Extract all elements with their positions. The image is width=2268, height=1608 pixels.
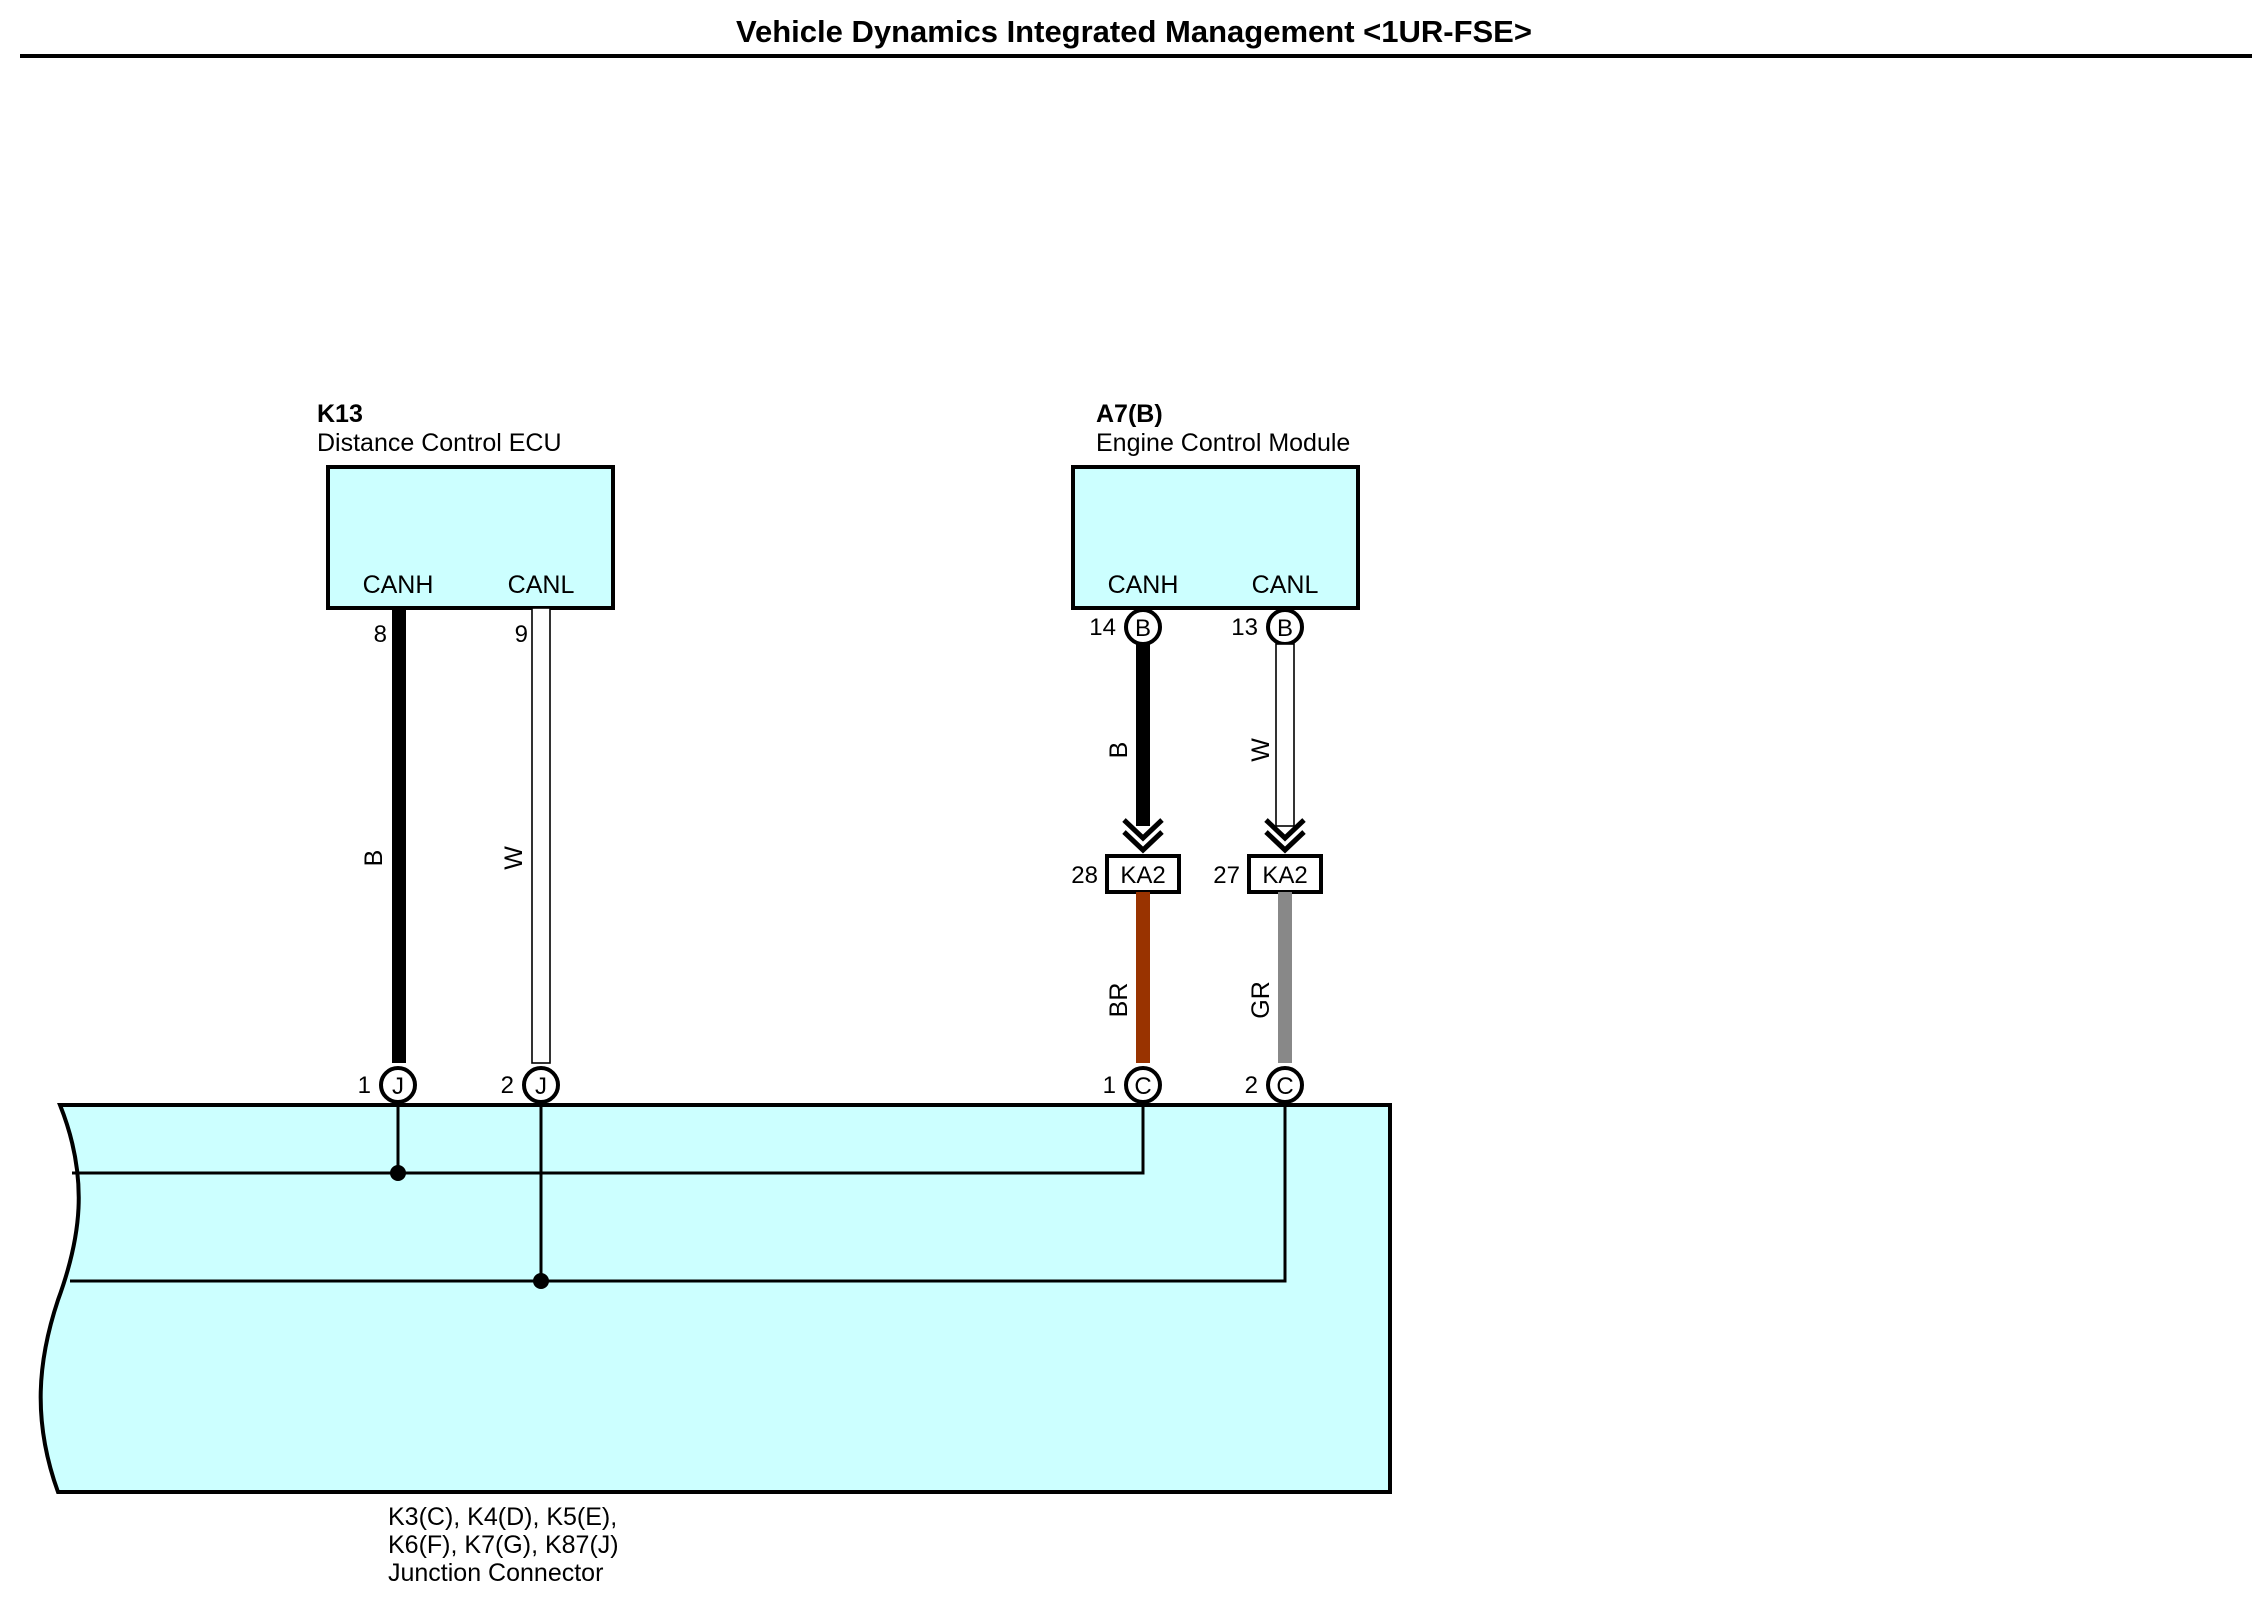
wire-ecm-canh-lower-color: BR — [1105, 983, 1133, 1018]
wire-ecm-canh-upper-body — [1136, 644, 1150, 826]
bus-canh — [72, 1080, 1145, 1175]
ka2-28-pin: 28 — [1071, 862, 1098, 889]
junction-pin-2c-number: 2 — [1245, 1072, 1258, 1099]
wire-ecm-canl-lower-color: GR — [1247, 981, 1275, 1019]
wire-ecm-canh-lower-body — [1136, 892, 1150, 1063]
ecm-pin-13-number: 13 — [1231, 614, 1258, 641]
wire-ecm-canh-lower: BR — [1105, 892, 1150, 1063]
page-title: Vehicle Dynamics Integrated Management <… — [736, 14, 1532, 49]
junction-pin-1c: 1 C — [1103, 1066, 1162, 1104]
wire-k13-canh-body — [392, 608, 406, 1063]
wire-ecm-canl-upper: W — [1247, 643, 1295, 827]
wire-ecm-canl-upper-color: W — [1247, 738, 1275, 762]
junction-pin-2j-number: 2 — [501, 1072, 514, 1099]
splice-dot-canh — [390, 1165, 406, 1181]
junction-name: Junction Connector — [388, 1559, 603, 1587]
junction-pin-1j: 1 J — [358, 1066, 417, 1104]
component-k13: K13 Distance Control ECU CANH CANL 8 9 — [317, 400, 615, 648]
chevron-connector-icon — [1122, 818, 1164, 854]
bus-canl — [70, 1080, 1287, 1283]
k13-box — [326, 465, 615, 610]
k13-name: Distance Control ECU — [317, 429, 562, 457]
junction-pin-1c-number: 1 — [1103, 1072, 1116, 1099]
ecm-pin-14: 14 B — [1089, 608, 1162, 646]
component-junction: K3(C), K4(D), K5(E), K6(F), K7(G), K87(J… — [38, 1080, 1392, 1587]
wire-ecm-canl-lower-body — [1278, 892, 1292, 1063]
ecm-pin-13-connector: B — [1277, 615, 1293, 642]
k13-pin-9: 9 — [515, 621, 528, 648]
ka2-27-pin: 27 — [1213, 862, 1240, 889]
ecm-pin-13: 13 B — [1231, 608, 1304, 646]
ka2-27-label: KA2 — [1262, 862, 1307, 889]
wire-ecm-canl-lower: GR — [1247, 892, 1292, 1063]
wire-k13-canh-color: B — [360, 850, 388, 867]
wire-ecm-canl-upper-body — [1275, 643, 1295, 827]
wire-k13-canh: B — [360, 608, 406, 1063]
wire-k13-canl: W — [500, 607, 551, 1064]
connector-ka2-28: 28 KA2 — [1071, 854, 1181, 894]
wire-k13-canl-body — [531, 607, 551, 1064]
junction-pin-1j-connector: J — [392, 1073, 404, 1100]
junction-pin-2c-connector: C — [1276, 1073, 1293, 1100]
chevron-connector-icon — [1264, 818, 1306, 854]
k13-code: K13 — [317, 400, 363, 428]
junction-box — [38, 1103, 1392, 1494]
wire-ecm-canh-upper-color: B — [1105, 742, 1133, 759]
junction-pin-2j-connector: J — [535, 1073, 547, 1100]
component-a7b: A7(B) Engine Control Module CANH CANL — [1071, 400, 1360, 610]
k13-terminal-canl: CANL — [508, 571, 575, 599]
a7b-name: Engine Control Module — [1096, 429, 1350, 457]
k13-terminal-canh: CANH — [363, 571, 434, 599]
a7b-terminal-canh: CANH — [1108, 571, 1179, 599]
junction-pin-2j-circle — [522, 1066, 560, 1104]
junction-pin-1c-circle — [1124, 1066, 1162, 1104]
junction-codes-line1: K3(C), K4(D), K5(E), — [388, 1503, 617, 1531]
wire-ecm-canh-upper: B — [1105, 644, 1150, 826]
junction-pin-1j-number: 1 — [358, 1072, 371, 1099]
ecm-pin-14-number: 14 — [1089, 614, 1116, 641]
junction-pin-2c: 2 C — [1245, 1066, 1304, 1104]
junction-pin-2j: 2 J — [501, 1066, 560, 1104]
junction-codes-line2: K6(F), K7(G), K87(J) — [388, 1531, 619, 1559]
k13-pin-8: 8 — [374, 621, 387, 648]
connector-ka2-27: 27 KA2 — [1213, 854, 1323, 894]
splice-dot-canl — [533, 1273, 549, 1289]
junction-pin-1c-connector: C — [1134, 1073, 1151, 1100]
wire-k13-canl-color: W — [500, 846, 528, 870]
ka2-28-label: KA2 — [1120, 862, 1165, 889]
ecm-pin-14-connector: B — [1135, 615, 1151, 642]
junction-pin-2c-circle — [1266, 1066, 1304, 1104]
junction-pin-1j-circle — [379, 1066, 417, 1104]
title-rule — [20, 54, 2252, 58]
a7b-box — [1071, 465, 1360, 610]
a7b-code: A7(B) — [1096, 400, 1163, 428]
a7b-terminal-canl: CANL — [1252, 571, 1319, 599]
